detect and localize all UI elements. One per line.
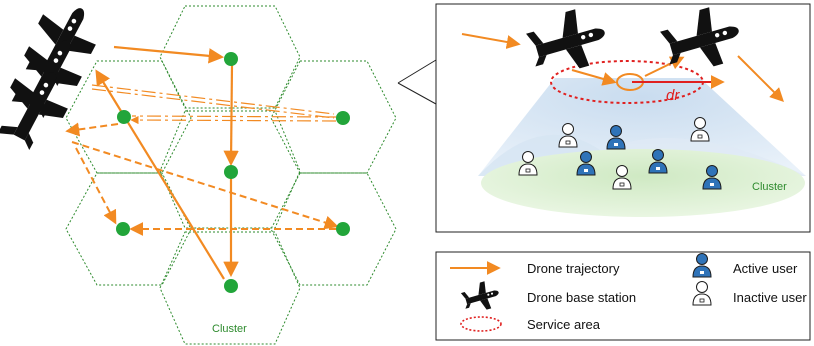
distance-label: dr <box>666 87 680 104</box>
legend-label-inactive-user: Inactive user <box>733 290 807 305</box>
trajectory-segment <box>223 63 239 167</box>
legend-label-drone: Drone base station <box>527 290 636 305</box>
drone-stack <box>0 0 108 157</box>
zoom-callout-connector <box>397 59 437 105</box>
trajectory-dashdot <box>91 88 335 119</box>
cluster-node <box>116 222 130 236</box>
legend: Drone trajectory Drone base station Serv… <box>450 253 807 332</box>
trajectory-dashdot <box>91 84 335 115</box>
legend-label-active-user: Active user <box>733 261 798 276</box>
cluster-node <box>336 222 350 236</box>
trajectory-segment <box>113 45 225 64</box>
dotted-ellipse-icon <box>460 316 502 332</box>
legend-label-trajectory: Drone trajectory <box>527 261 620 276</box>
trajectory-dashed <box>71 141 339 230</box>
hex-cluster-top <box>159 5 301 109</box>
trajectory-dashdot <box>131 115 337 118</box>
legend-label-service-area: Service area <box>527 317 601 332</box>
trajectory-dashed <box>65 122 119 137</box>
cluster-node <box>117 110 131 124</box>
left-trajectories <box>65 45 339 280</box>
hex-cluster-lower-left <box>65 172 192 286</box>
hex-cluster-bottom <box>159 231 301 345</box>
hex-cluster-upper-left <box>65 60 192 174</box>
trajectory-segment <box>95 69 225 280</box>
cluster-nodes <box>116 52 350 293</box>
hex-cluster-upper-right <box>270 60 397 174</box>
hex-cluster-lower-right <box>270 172 397 286</box>
right-cluster-label: Cluster <box>752 181 787 193</box>
zoom-trajectory-descend <box>571 69 617 86</box>
cluster-node <box>336 111 350 125</box>
left-cluster-label: Cluster <box>212 323 247 335</box>
cluster-node <box>224 165 238 179</box>
zoom-trajectory-in <box>461 33 521 49</box>
cluster-node <box>224 279 238 293</box>
trajectory-dashed <box>75 147 117 225</box>
cluster-ground <box>481 149 805 217</box>
trajectory-dashdot <box>130 115 337 125</box>
zoom-panel-content: Cluster dr <box>461 1 806 217</box>
cluster-node <box>224 52 238 66</box>
zoom-trajectory-out <box>737 55 784 102</box>
